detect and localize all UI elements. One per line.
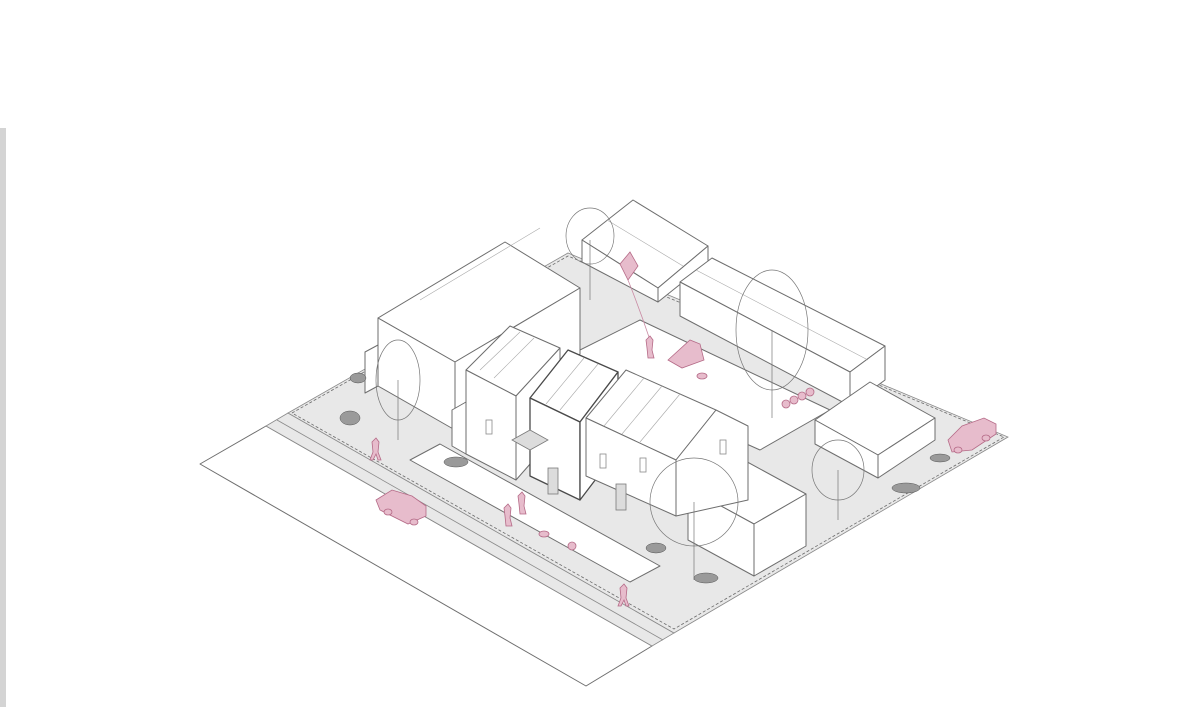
car-street [375,489,427,526]
left-frame-edge [0,128,6,707]
neighbor-house-right-front [814,381,936,479]
playground-slide [667,339,705,369]
townhouse-cluster [451,325,749,517]
curb-line [276,419,664,641]
neighbor-house-right [679,257,886,407]
tree-back-left [565,207,615,300]
tree-right-front [811,439,865,520]
tree-right-tall [735,269,809,418]
car-driveway [947,417,997,454]
neighbor-house-back [581,199,709,303]
shrubs [339,372,951,584]
bicycles [567,387,815,551]
tree-front-center [649,457,739,580]
front-walkway [409,443,661,583]
kite [619,251,651,341]
tree-left-front [375,339,421,440]
pedestrians [369,335,708,607]
